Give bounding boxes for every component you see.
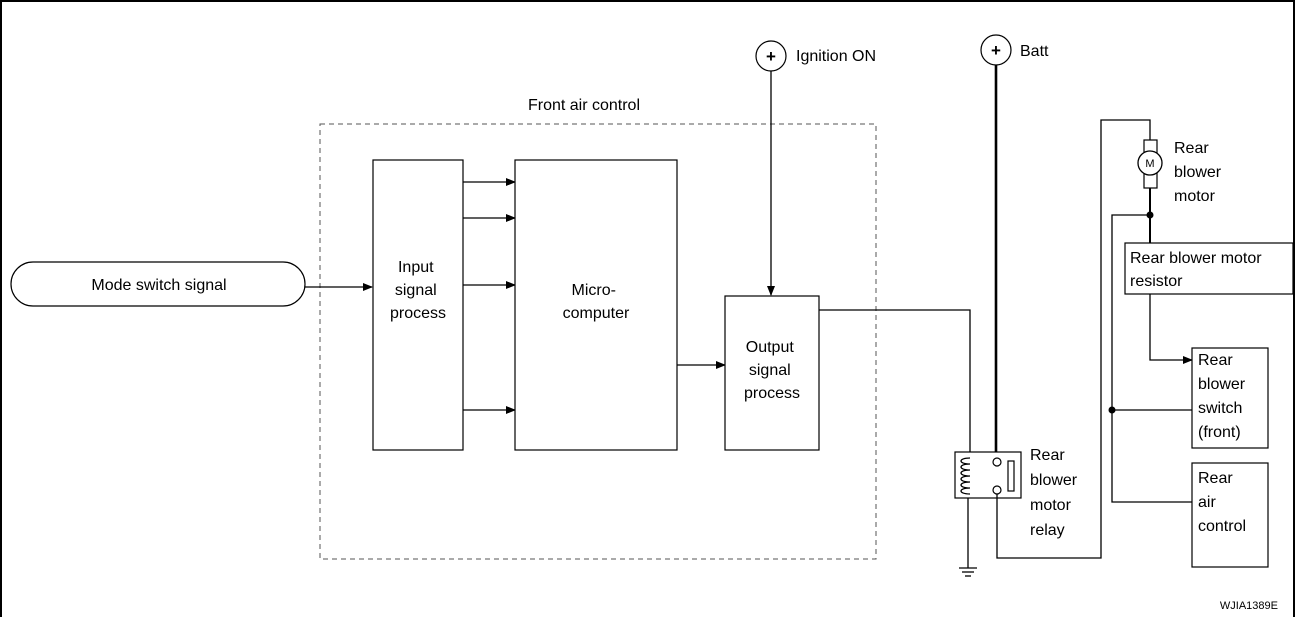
- rear-blower-switch-label: Rear blower switch (front): [1198, 352, 1250, 441]
- output-signal-process-label: Output signal process: [744, 339, 800, 402]
- rear-blower-motor-resistor-box: [1124, 242, 1294, 295]
- motor-icon: [1137, 150, 1163, 176]
- output-signal-process-block: [724, 295, 820, 451]
- relay-to-rear-circuit-wire: [996, 119, 1151, 559]
- relay-contact-icon: [992, 457, 1002, 467]
- rear-blower-switch-box: [1191, 347, 1269, 449]
- rear-blower-motor-label: Rear blower motor: [1174, 140, 1226, 205]
- rear-blower-motor-resistor-label: Rear blower motor resistor: [1130, 250, 1266, 290]
- figure-code: WJIA1389E: [1220, 600, 1278, 612]
- mode-switch-signal-pill: [10, 261, 306, 307]
- microcomputer-block: [514, 159, 678, 451]
- motor-symbol-text: M: [1145, 158, 1154, 170]
- rear-air-control-label: Rear air control: [1198, 470, 1246, 535]
- ignition-plus-icon: +: [766, 47, 776, 66]
- ignition-label: Ignition ON: [796, 48, 876, 65]
- microcomputer-label: Micro- computer: [563, 282, 630, 322]
- input-signal-process-label: Input signal process: [390, 259, 446, 322]
- output-to-relay-wire: [819, 309, 971, 452]
- resistor-to-switch-arrow: [1149, 294, 1193, 364]
- rear-blower-motor-relay-label: Rear blower motor relay: [1030, 447, 1082, 539]
- front-air-control-region: [319, 123, 877, 560]
- relay-switch-icon: [1007, 460, 1015, 492]
- front-air-control-title: Front air control: [528, 97, 640, 114]
- rear-air-control-box: [1191, 462, 1269, 568]
- relay-contact-icon: [992, 485, 1002, 495]
- battery-plus-icon: +: [991, 41, 1001, 60]
- relay-coil-icon: [960, 457, 971, 495]
- input-signal-process-block: [372, 159, 464, 451]
- motor-to-rear-air-control-wire: [1111, 214, 1192, 503]
- battery-label: Batt: [1020, 43, 1049, 60]
- mode-switch-signal-label: Mode switch signal: [91, 277, 226, 294]
